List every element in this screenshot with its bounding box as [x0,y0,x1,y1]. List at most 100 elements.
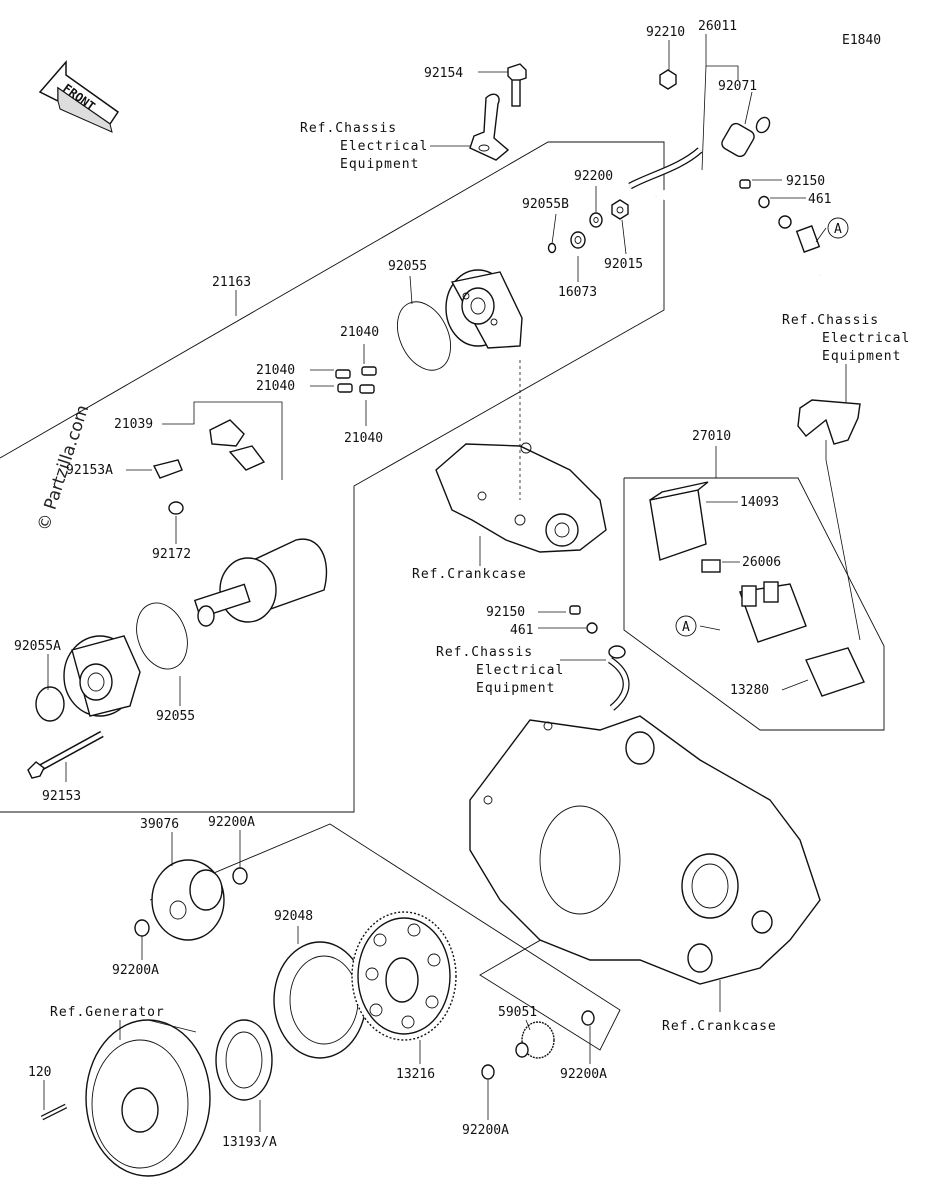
label-92015: 92015 [604,257,643,272]
label-92200a-4: 92200A [462,1123,509,1138]
ref-chassis-mid-line2: Electrical [476,663,564,678]
ref-chassis-mid-line3: Equipment [476,681,555,696]
ref-chassis-top: Ref.Chassis Electrical Equipment [300,121,428,172]
oring-92055-mid [136,602,188,670]
label-26011: 26011 [698,19,737,34]
lower-lead-wire [569,605,630,711]
fuse-26006 [701,559,721,573]
label-92055a: 92055A [14,639,61,654]
label-92153a: 92153A [66,463,113,478]
label-13280: 13280 [730,683,769,698]
label-26006: 26006 [742,555,781,570]
label-21040-c: 21040 [256,379,295,394]
oneway-clutch-13193 [215,1019,273,1101]
starter-end-cover [445,269,523,349]
crankcase-fragment [435,442,607,553]
leader-lines [43,34,861,1132]
label-21040-b: 21040 [256,363,295,378]
gear-frame [149,823,623,1051]
label-92200: 92200 [574,169,613,184]
label-92200a-1: 92200A [208,815,255,830]
label-92048: 92048 [274,909,313,924]
label-92210: 92210 [646,25,685,40]
oring-92055a [35,686,65,722]
oring-92055b [547,242,557,254]
ref-chassis-mid: Ref.Chassis Electrical Equipment [436,645,564,696]
label-59051: 59051 [498,1005,537,1020]
label-92055b: 92055B [522,197,569,212]
oring-92055-top [397,301,451,371]
generator-rotor [85,1019,211,1177]
washer-92200a-1 [232,867,248,885]
chassis-bracket-right [797,399,861,445]
label-39076: 39076 [140,817,179,832]
brush-springs [335,366,377,394]
callout-a-bottom-label: A [682,620,690,635]
nut-92015 [611,199,629,220]
label-92200a-3: 92200A [560,1067,607,1082]
relay-frame [623,477,885,731]
washer-92200a-2 [134,919,150,937]
starter-front-cover [63,635,141,717]
nut-92210 [659,69,677,90]
ref-chassis-top-line2: Electrical [340,139,428,154]
label-120: 120 [28,1065,51,1080]
callout-a-top: A [827,217,849,239]
ref-crankcase-bottom: Ref.Crankcase [662,1019,777,1034]
idle-gear-39076 [151,859,225,941]
label-21163: 21163 [212,275,251,290]
label-92150-mid: 92150 [486,605,525,620]
ref-chassis-right-line3: Equipment [822,349,901,364]
label-92154: 92154 [424,66,463,81]
ref-chassis-right-line2: Electrical [822,331,910,346]
starter-relay [739,581,807,643]
ref-chassis-top-line1: Ref.Chassis [300,121,397,136]
crankcase-main [469,715,821,985]
starter-frame [0,141,665,813]
ref-chassis-mid-line1: Ref.Chassis [436,645,533,660]
washer-92200a-3 [581,1010,595,1026]
long-bolt-92153 [27,730,104,779]
cable-terminal [778,215,821,253]
label-21040-a: 21040 [340,325,379,340]
screw-92172 [168,501,184,515]
label-14093: 14093 [740,495,779,510]
label-461-top: 461 [808,192,831,207]
ref-chassis-top-line3: Equipment [340,157,419,172]
front-arrow-icon: FRONT [38,59,120,133]
bolt-92154 [507,63,527,107]
label-21040-d: 21040 [344,431,383,446]
label-16073: 16073 [558,285,597,300]
gear-59051 [515,1021,555,1059]
part-labels: 92154 92210 26011 92071 92200 92055B 160… [14,19,831,1150]
label-92055-top: 92055 [388,259,427,274]
callout-a-bottom: A [675,615,697,637]
label-92071: 92071 [718,79,757,94]
diagram-code: E1840 [842,33,881,48]
callout-a-top-label: A [834,222,842,237]
label-13193: 13193/A [222,1135,277,1150]
washer-92200a-4 [481,1064,495,1080]
ref-generator: Ref.Generator [50,1005,165,1020]
clutch-plate-92048 [273,941,367,1059]
ref-chassis-right: Ref.Chassis Electrical Equipment [782,313,910,364]
label-92172: 92172 [152,547,191,562]
relay-cover-14093 [649,481,709,561]
label-92055-mid: 92055 [156,709,195,724]
label-13216: 13216 [396,1067,435,1082]
battery-cable [628,116,822,278]
chassis-bracket-top [469,93,510,161]
bolt-120 [40,1103,68,1121]
label-92153: 92153 [42,789,81,804]
washer-16073 [570,231,586,249]
ref-chassis-right-line1: Ref.Chassis [782,313,879,328]
screw-92150-top [739,179,770,209]
relay-13280 [805,647,865,697]
ref-crankcase-mid: Ref.Crankcase [412,567,527,582]
label-461-mid: 461 [510,623,533,638]
label-27010: 27010 [692,429,731,444]
label-92150-top: 92150 [786,174,825,189]
label-21039: 21039 [114,417,153,432]
label-92200a-2: 92200A [112,963,159,978]
